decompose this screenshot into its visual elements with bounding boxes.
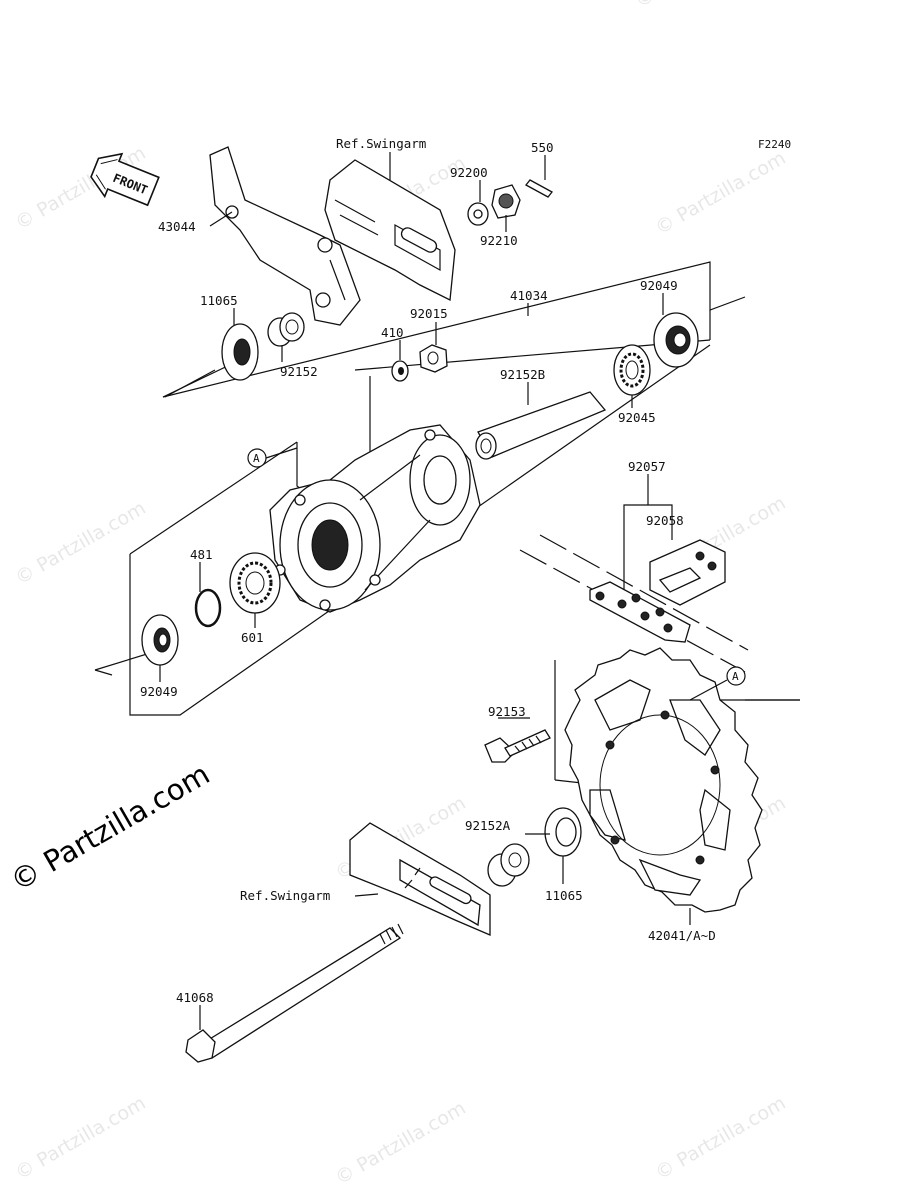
swingarm-top bbox=[324, 159, 456, 302]
spacer-92152A bbox=[487, 843, 530, 887]
part-labels: 43044 Ref.Swingarm 550 92200 92210 11065… bbox=[140, 136, 716, 1005]
part-number-92153: 92153 bbox=[488, 704, 526, 719]
watermark: © Partzilla.com bbox=[12, 497, 150, 589]
front-arrow-icon: FRONT bbox=[90, 152, 160, 207]
callout-letter: A bbox=[732, 670, 739, 683]
collar-11065-top bbox=[221, 323, 259, 381]
bearing-92045 bbox=[613, 344, 651, 396]
rear-hub-41034 bbox=[269, 424, 481, 613]
part-number-92049-top: 92049 bbox=[640, 278, 678, 293]
part-number-11065-top: 11065 bbox=[200, 293, 238, 308]
swingarm-bottom bbox=[349, 822, 491, 936]
oil-seal-92049-bottom bbox=[141, 614, 179, 666]
oil-seal-92049-top bbox=[653, 312, 699, 368]
cotter-pin-550 bbox=[525, 179, 553, 198]
part-number-92152B: 92152B bbox=[500, 367, 545, 382]
callout-a-left: A bbox=[247, 447, 298, 468]
washer-410 bbox=[391, 360, 409, 382]
circlip-481 bbox=[194, 588, 222, 628]
collar-11065-bottom bbox=[544, 807, 582, 857]
washer-hole bbox=[473, 209, 483, 219]
bolt-92153 bbox=[484, 729, 551, 763]
watermark: © Partzilla.com bbox=[652, 1092, 790, 1184]
ref-swingarm-label-top: Ref.Swingarm bbox=[336, 136, 426, 151]
part-number-92045: 92045 bbox=[618, 410, 656, 425]
watermark: © Partzilla.com bbox=[632, 0, 770, 12]
rear-sprocket-42041 bbox=[564, 647, 763, 913]
watermark: © Partzilla.com bbox=[12, 1092, 150, 1184]
callout-a-right: A bbox=[689, 666, 746, 701]
part-number-41068: 41068 bbox=[176, 990, 214, 1005]
part-number-92015: 92015 bbox=[410, 306, 448, 321]
part-number-92210: 92210 bbox=[480, 233, 518, 248]
watermark: © Partzilla.com bbox=[652, 147, 790, 239]
assembly-frame bbox=[94, 261, 800, 786]
bearing-601 bbox=[229, 552, 281, 614]
watermark: © Partzilla.com bbox=[332, 1097, 470, 1189]
part-number-92200: 92200 bbox=[450, 165, 488, 180]
axle-41068 bbox=[185, 923, 404, 1063]
spacer-92152 bbox=[267, 312, 305, 347]
part-number-410: 410 bbox=[381, 325, 404, 340]
part-number-43044: 43044 bbox=[158, 219, 196, 234]
drive-chain-92057 bbox=[589, 581, 691, 643]
part-number-92152: 92152 bbox=[280, 364, 318, 379]
part-number-92152A: 92152A bbox=[465, 818, 511, 833]
callout-letter: A bbox=[253, 452, 260, 465]
part-number-601: 601 bbox=[241, 630, 264, 645]
ref-swingarm-label-bottom: Ref.Swingarm bbox=[240, 888, 330, 903]
partzilla-watermark: © Partzilla.com bbox=[5, 757, 216, 898]
caliper-bracket bbox=[209, 146, 361, 326]
part-number-92049-bottom: 92049 bbox=[140, 684, 178, 699]
nut-92015 bbox=[419, 344, 448, 373]
part-number-42041: 42041/A~D bbox=[648, 928, 716, 943]
master-link-92058 bbox=[649, 539, 726, 606]
spacer-92152B bbox=[475, 391, 607, 460]
leader-lines bbox=[159, 152, 691, 1030]
castle-nut-92210 bbox=[491, 184, 521, 219]
part-number-481: 481 bbox=[190, 547, 213, 562]
part-number-92058: 92058 bbox=[646, 513, 684, 528]
part-number-92057: 92057 bbox=[628, 459, 666, 474]
part-number-11065-bottom: 11065 bbox=[545, 888, 583, 903]
diagram-code: F2240 bbox=[758, 138, 791, 151]
part-number-41034: 41034 bbox=[510, 288, 548, 303]
part-number-550: 550 bbox=[531, 140, 554, 155]
